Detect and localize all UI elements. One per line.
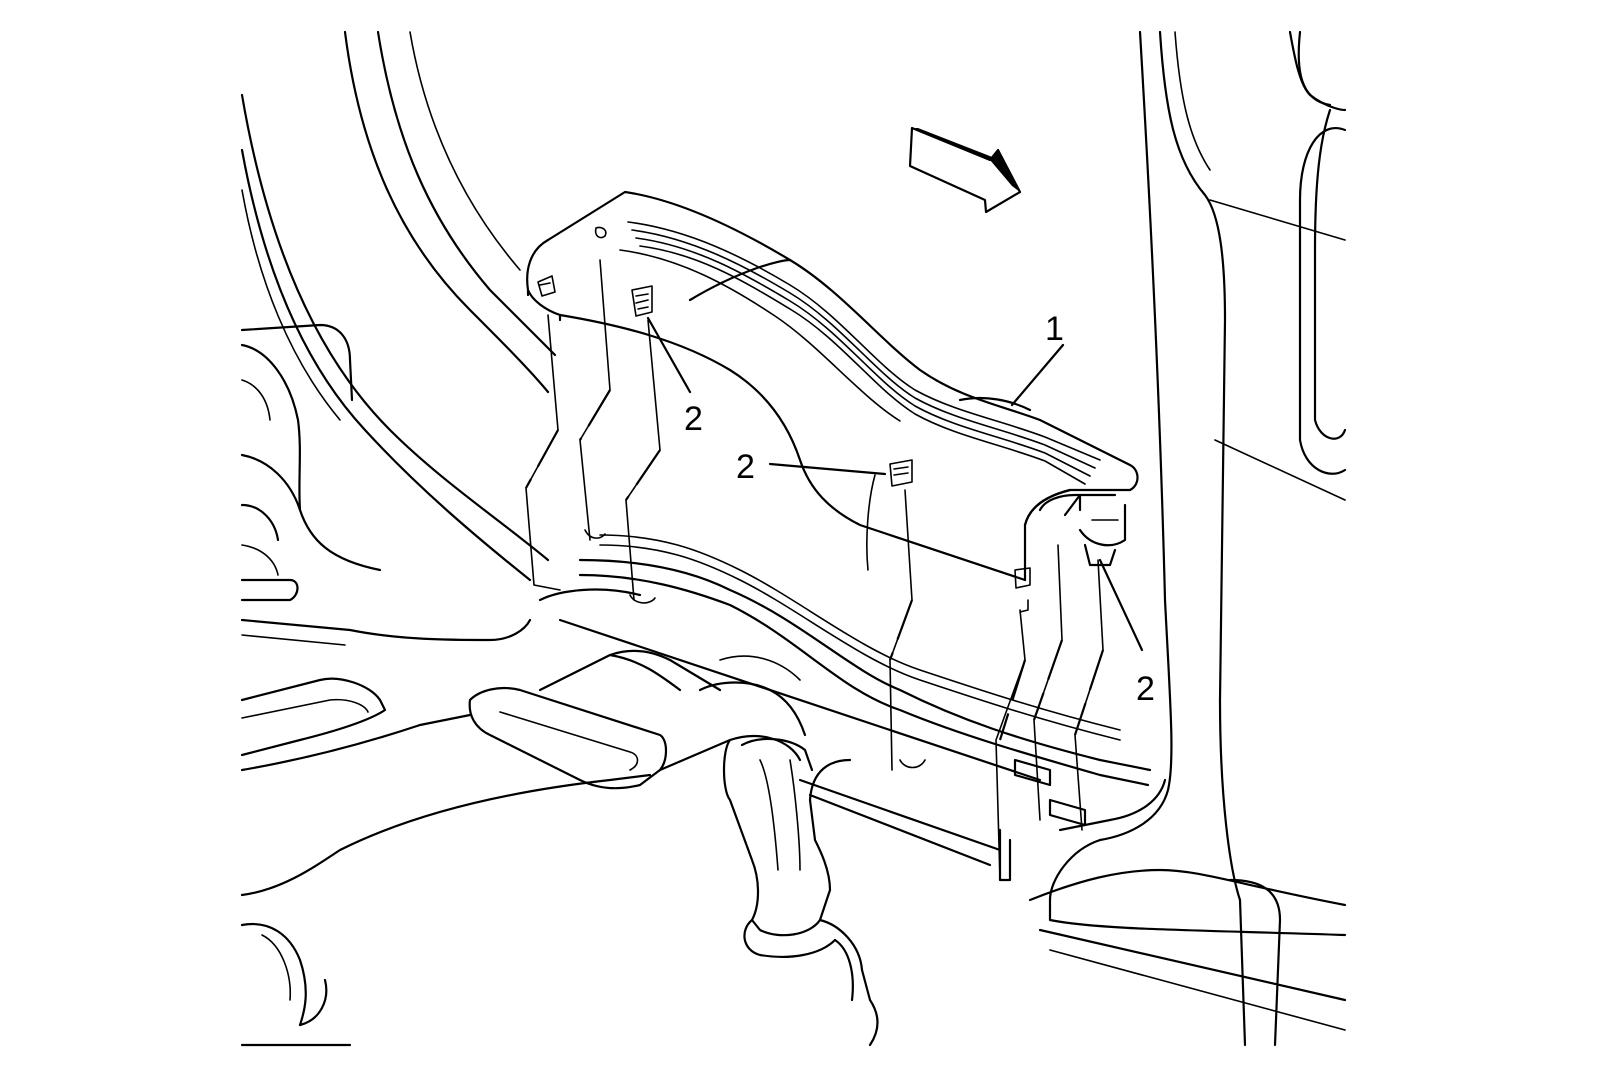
callout-2-middle: 2 [736, 448, 755, 486]
callout-leaders [646, 316, 1144, 652]
install-guide-lines [525, 259, 1105, 881]
callout-2-lower: 2 [1136, 670, 1155, 708]
callout-1: 1 [1045, 310, 1064, 348]
left-body-side [240, 30, 557, 646]
right-body-side [1028, 30, 1347, 1047]
sill-track [538, 529, 1152, 882]
seat-bracket [698, 655, 879, 1047]
callout-2-upper: 2 [684, 400, 703, 438]
sill-plate-trim [526, 190, 1139, 613]
retainer-clip-icon [537, 226, 1031, 589]
front-direction-arrow-icon [908, 126, 1022, 214]
floor-panel [240, 649, 802, 1047]
